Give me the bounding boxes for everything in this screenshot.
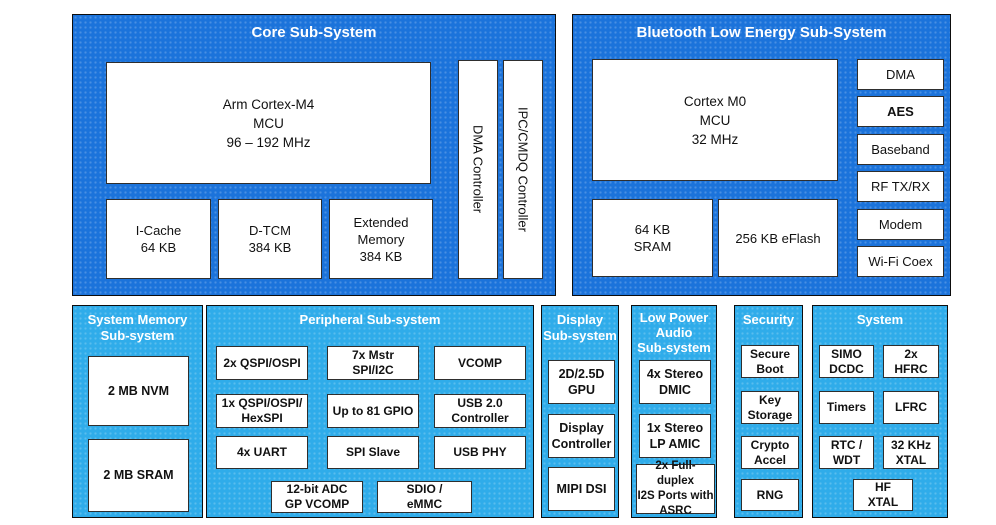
system-memory-panel: System Memory Sub-system 2 MB NVM 2 MB S… xyxy=(72,305,203,518)
audio-subsystem-panel: Low Power Audio Sub-system 4x Stereo DMI… xyxy=(631,305,717,518)
icache-box: I-Cache 64 KB xyxy=(106,199,211,279)
uart-box: 4x UART xyxy=(216,436,308,469)
peripheral-subsystem-title: Peripheral Sub-system xyxy=(299,312,441,327)
display-controller-box: Display Controller xyxy=(548,414,615,458)
hfrc-box: 2x HFRC xyxy=(883,345,939,378)
sdio-emmc-box: SDIO / eMMC xyxy=(377,481,472,513)
ble-modem-box: Modem xyxy=(857,209,944,240)
rtc-wdt-box: RTC / WDT xyxy=(819,436,874,469)
qspi-hexspi-box: 1x QSPI/OSPI/ HexSPI xyxy=(216,394,308,428)
usb-phy-box: USB PHY xyxy=(434,436,526,469)
security-title: Security xyxy=(742,312,795,327)
usb-controller-box: USB 2.0 Controller xyxy=(434,394,526,428)
audio-subsystem-title: Low Power Audio Sub-system xyxy=(637,310,711,355)
qspi-ospi-box: 2x QSPI/OSPI xyxy=(216,346,308,380)
dmic-box: 4x Stereo DMIC xyxy=(639,360,711,404)
ipc-cmdq-controller-box: IPC/CMDQ Controller xyxy=(503,60,543,279)
extended-memory-box: Extended Memory 384 KB xyxy=(329,199,433,279)
xtal-32khz-box: 32 KHz XTAL xyxy=(883,436,939,469)
vcomp-box: VCOMP xyxy=(434,346,526,380)
gpu-box: 2D/2.5D GPU xyxy=(548,360,615,404)
amic-box: 1x Stereo LP AMIC xyxy=(639,414,711,458)
timers-box: Timers xyxy=(819,391,874,424)
ble-subsystem-title: Bluetooth Low Energy Sub-System xyxy=(636,24,887,41)
secure-boot-box: Secure Boot xyxy=(741,345,799,378)
dma-controller-box: DMA Controller xyxy=(458,60,498,279)
rng-box: RNG xyxy=(741,479,799,511)
gpio-box: Up to 81 GPIO xyxy=(327,394,419,428)
ble-aes-box: AES xyxy=(857,96,944,127)
mstr-spi-i2c-box: 7x Mstr SPI/I2C xyxy=(327,346,419,380)
cortex-m0-box: Cortex M0 MCU 32 MHz xyxy=(592,59,838,181)
sram-box: 2 MB SRAM xyxy=(88,439,189,512)
ble-eflash-box: 256 KB eFlash xyxy=(718,199,838,277)
mipi-dsi-box: MIPI DSI xyxy=(548,467,615,511)
system-memory-title: System Memory Sub-system xyxy=(87,312,188,343)
adc-vcomp-box: 12-bit ADC GP VCOMP xyxy=(271,481,363,513)
security-panel: Security Secure Boot Key Storage Crypto … xyxy=(734,305,803,518)
arm-cortex-m4-box: Arm Cortex-M4 MCU 96 – 192 MHz xyxy=(106,62,431,184)
i2s-asrc-box: 2x Full-duplex I2S Ports with ASRC xyxy=(636,460,715,517)
core-subsystem-panel: Core Sub-System Arm Cortex-M4 MCU 96 – 1… xyxy=(72,14,556,296)
ble-rf-txrx-box: RF TX/RX xyxy=(857,171,944,202)
core-subsystem-title: Core Sub-System xyxy=(251,24,377,41)
crypto-accel-box: Crypto Accel xyxy=(741,436,799,469)
ble-sram-box: 64 KB SRAM xyxy=(592,199,713,277)
display-subsystem-panel: Display Sub-system 2D/2.5D GPU Display C… xyxy=(541,305,619,518)
ble-baseband-box: Baseband xyxy=(857,134,944,165)
ble-subsystem-panel: Bluetooth Low Energy Sub-System Cortex M… xyxy=(572,14,951,296)
display-subsystem-title: Display Sub-system xyxy=(543,312,617,343)
system-panel: System SIMO DCDC 2x HFRC Timers LFRC RTC… xyxy=(812,305,948,518)
dtcm-box: D-TCM 384 KB xyxy=(218,199,322,279)
nvm-box: 2 MB NVM xyxy=(88,356,189,426)
spi-slave-box: SPI Slave xyxy=(327,436,419,469)
peripheral-subsystem-panel: Peripheral Sub-system 2x QSPI/OSPI 7x Ms… xyxy=(206,305,534,518)
simo-dcdc-box: SIMO DCDC xyxy=(819,345,874,378)
ble-wifi-coex-box: Wi-Fi Coex xyxy=(857,246,944,277)
hf-xtal-box: HF XTAL xyxy=(853,479,913,511)
lfrc-box: LFRC xyxy=(883,391,939,424)
key-storage-box: Key Storage xyxy=(741,391,799,424)
ble-dma-box: DMA xyxy=(857,59,944,90)
system-title: System xyxy=(856,312,904,327)
